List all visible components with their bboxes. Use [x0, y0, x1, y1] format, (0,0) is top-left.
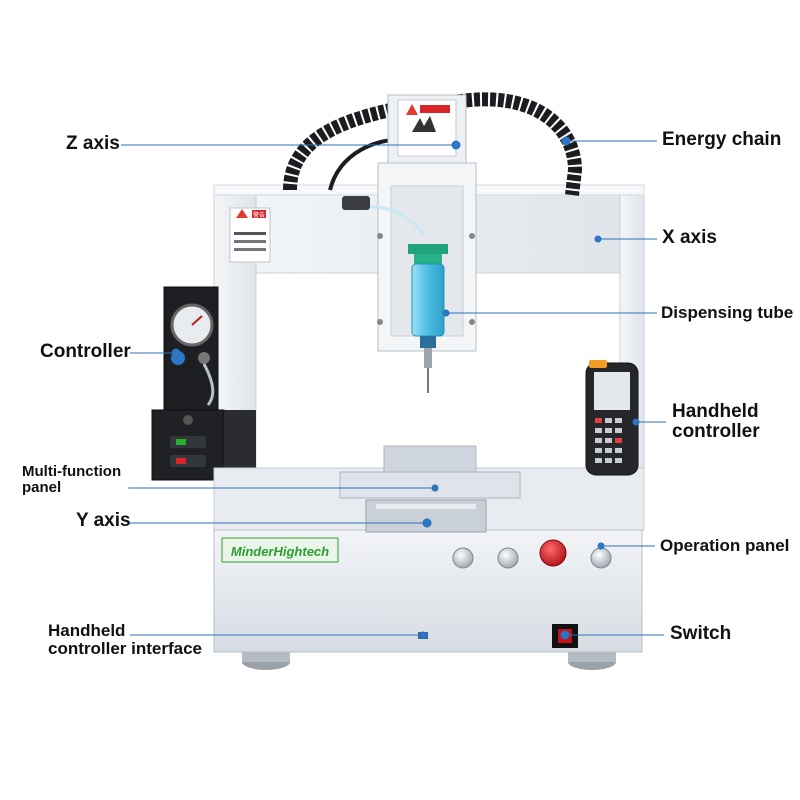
label-x-axis: X axis	[662, 227, 717, 248]
label-handheld-controller-interface: Handheld controller interface	[48, 621, 202, 658]
panel-button-1[interactable]	[452, 547, 474, 569]
label-handheld-controller: Handheld controller	[672, 401, 760, 442]
controller-unit	[151, 286, 256, 481]
label-energy-chain: Energy chain	[662, 129, 782, 150]
machine-base: MinderHightech	[213, 445, 645, 653]
leader-lines	[121, 136, 666, 640]
label-dispensing-tube: Dispensing tube	[661, 303, 794, 322]
label-controller: Controller	[40, 341, 131, 362]
panel-button-2[interactable]	[497, 547, 519, 569]
brand-logo: MinderHightech	[231, 544, 329, 559]
label-switch: Switch	[670, 623, 732, 644]
label-multi-function-panel: Multi-function panel	[22, 463, 122, 496]
handheld-pendant	[585, 360, 639, 476]
emergency-stop-icon[interactable]	[539, 539, 567, 567]
panel-button-3[interactable]	[590, 547, 612, 569]
label-y-axis: Y axis	[76, 510, 131, 531]
label-z-axis: Z axis	[66, 133, 120, 154]
machine-feet	[242, 650, 616, 670]
dispensing-syringe	[408, 244, 448, 393]
warning-sign-text: 警告	[253, 211, 265, 219]
label-operation-panel: Operation panel	[660, 536, 790, 555]
z-axis-block	[342, 94, 477, 352]
